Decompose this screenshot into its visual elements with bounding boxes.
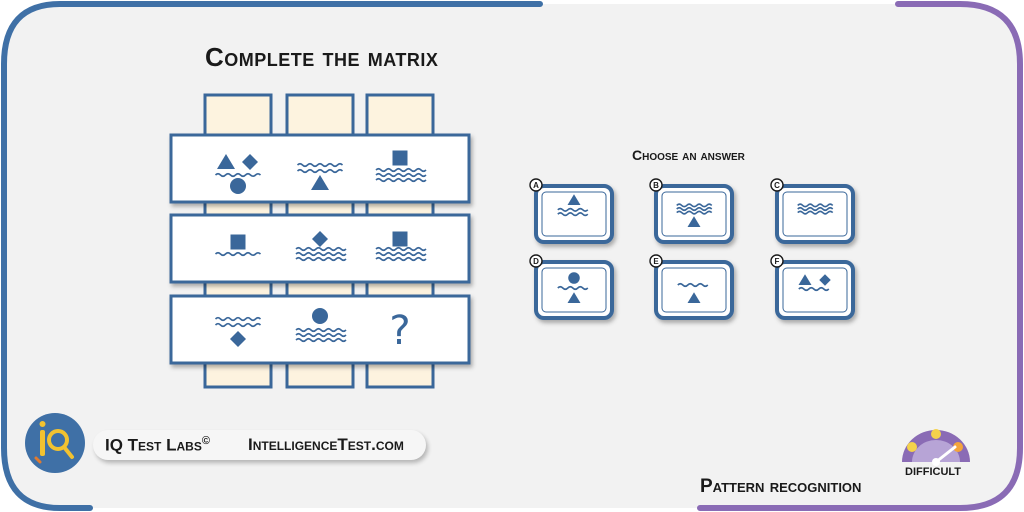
square-icon: [392, 150, 408, 166]
answer-options: A B C D E F: [529, 178, 855, 320]
frame-right-arc: [697, 1, 1023, 511]
option-letter: F: [775, 257, 780, 266]
circle-icon: [568, 272, 580, 284]
option-letter-badge: A: [529, 178, 543, 192]
matrix-cell-r3c3[interactable]: ?: [389, 308, 410, 354]
copyright-mark: ©: [201, 435, 210, 447]
matrix-cell-r2c1: [214, 234, 262, 257]
difficulty-gauge-icon: [902, 429, 970, 466]
triangle-icon: [798, 274, 812, 286]
puzzle-category: Pattern recognition: [700, 476, 862, 497]
option-letter: C: [774, 181, 780, 190]
wave-icon: [214, 172, 262, 178]
option-letter: E: [653, 257, 659, 266]
triangle-icon: [311, 175, 329, 190]
matrix-row-1: [169, 133, 471, 204]
answer-option-c[interactable]: C: [770, 178, 855, 244]
wave-double-icon: [214, 316, 262, 328]
wave-icon: [214, 251, 262, 257]
wave-icon: [677, 282, 709, 288]
option-letter-badge: E: [649, 254, 663, 268]
brand-name: IQ Test Labs©: [105, 435, 210, 456]
wave-triple-icon: [797, 203, 834, 215]
option-letter: D: [533, 257, 539, 266]
brand-name-text: IQ Test Labs: [105, 435, 202, 455]
triangle-icon: [687, 292, 701, 304]
triangle-icon: [687, 216, 701, 228]
brand-pill[interactable]: IQ Test Labs© IntelligenceTest.com: [93, 430, 426, 460]
answer-option-a[interactable]: A: [529, 178, 614, 244]
diamond-icon: [312, 231, 328, 247]
wave-triple-icon: [295, 327, 347, 343]
wave-double-icon: [557, 207, 589, 217]
circle-icon: [230, 178, 246, 194]
wave-triple-icon: [676, 203, 713, 215]
wave-icon: [798, 286, 830, 292]
option-letter: A: [533, 181, 539, 190]
wave-triple-icon: [295, 246, 347, 262]
matrix-cell-r1c1: [214, 154, 262, 194]
diamond-icon: [819, 274, 831, 286]
wave-icon: [557, 285, 589, 291]
choose-answer-label: Choose an answer: [632, 147, 745, 163]
option-letter-badge: D: [529, 254, 543, 268]
diamond-icon: [242, 154, 258, 170]
triangle-icon: [567, 194, 581, 206]
answer-option-f[interactable]: F: [770, 254, 855, 320]
iq-magnifier-logo-icon: [25, 413, 85, 473]
question-mark-icon: ?: [389, 308, 410, 354]
matrix-cell-r2c3: [375, 231, 427, 262]
page-title: Complete the matrix: [205, 42, 439, 72]
option-letter-badge: C: [770, 178, 784, 192]
option-letter-badge: B: [649, 178, 663, 192]
answer-option-d[interactable]: D: [529, 254, 614, 320]
answer-option-b[interactable]: B: [649, 178, 734, 244]
difficulty-label: DIFFICULT: [905, 466, 962, 478]
matrix-cell-r3c1: [214, 316, 262, 347]
square-icon: [392, 231, 408, 247]
wave-triple-icon: [375, 246, 427, 262]
wave-triple-icon: [375, 167, 427, 183]
frame-left-arc: [1, 1, 543, 511]
matrix-row-3: ?: [169, 294, 471, 365]
diamond-icon: [230, 331, 246, 347]
wave-double-icon: [296, 162, 344, 174]
matrix-cell-r2c2: [295, 231, 347, 262]
missing-cell-question-mark: ?: [389, 308, 410, 354]
matrix-cell-r1c2: [296, 162, 344, 190]
matrix-cell-r1c3: [375, 150, 427, 183]
matrix-cell-r3c2: [295, 308, 347, 343]
matrix-grid: ?: [169, 133, 471, 365]
answer-option-e[interactable]: E: [649, 254, 734, 320]
brand-site-link[interactable]: IntelligenceTest.com: [248, 435, 404, 454]
option-letter: B: [653, 181, 659, 190]
square-icon: [230, 234, 246, 250]
matrix-row-2: [169, 213, 471, 284]
triangle-icon: [567, 292, 581, 304]
triangle-icon: [217, 154, 235, 169]
option-letter-badge: F: [770, 254, 784, 268]
circle-icon: [312, 308, 328, 324]
